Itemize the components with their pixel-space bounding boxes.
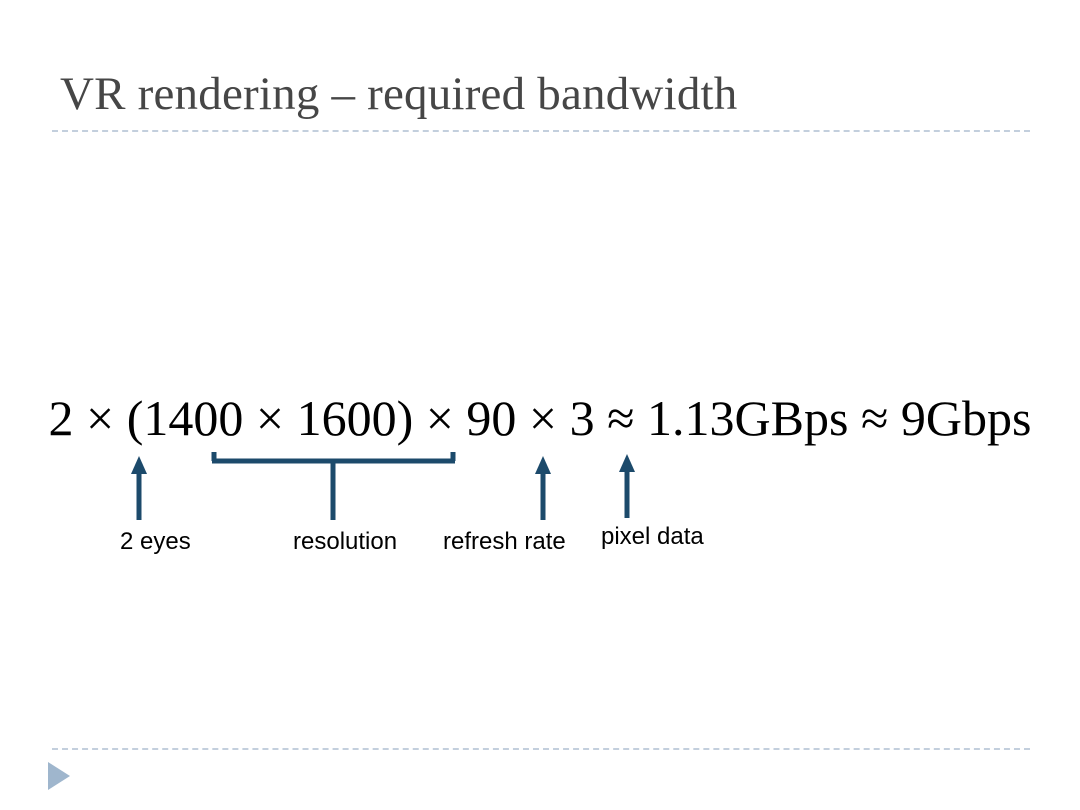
annotation-label-resolution: resolution xyxy=(293,528,398,555)
title-divider xyxy=(52,130,1030,132)
arrow-2-eyes xyxy=(131,456,147,520)
slide-title: VR rendering – required bandwidth xyxy=(60,68,738,120)
arrow-pixel-data xyxy=(619,454,635,518)
arrow-refresh-rate xyxy=(535,456,551,520)
footer-divider xyxy=(52,748,1030,750)
annotation-label-2-eyes: 2 eyes xyxy=(120,528,191,555)
annotation-label-pixel-data: pixel data xyxy=(601,523,704,550)
bandwidth-formula: 2 × (1400 × 1600) × 90 × 3 ≈ 1.13GBps ≈ … xyxy=(48,390,1032,446)
play-triangle-icon[interactable] xyxy=(48,762,70,790)
brace-resolution xyxy=(211,452,456,520)
annotation-label-refresh-rate: refresh rate xyxy=(443,528,566,555)
